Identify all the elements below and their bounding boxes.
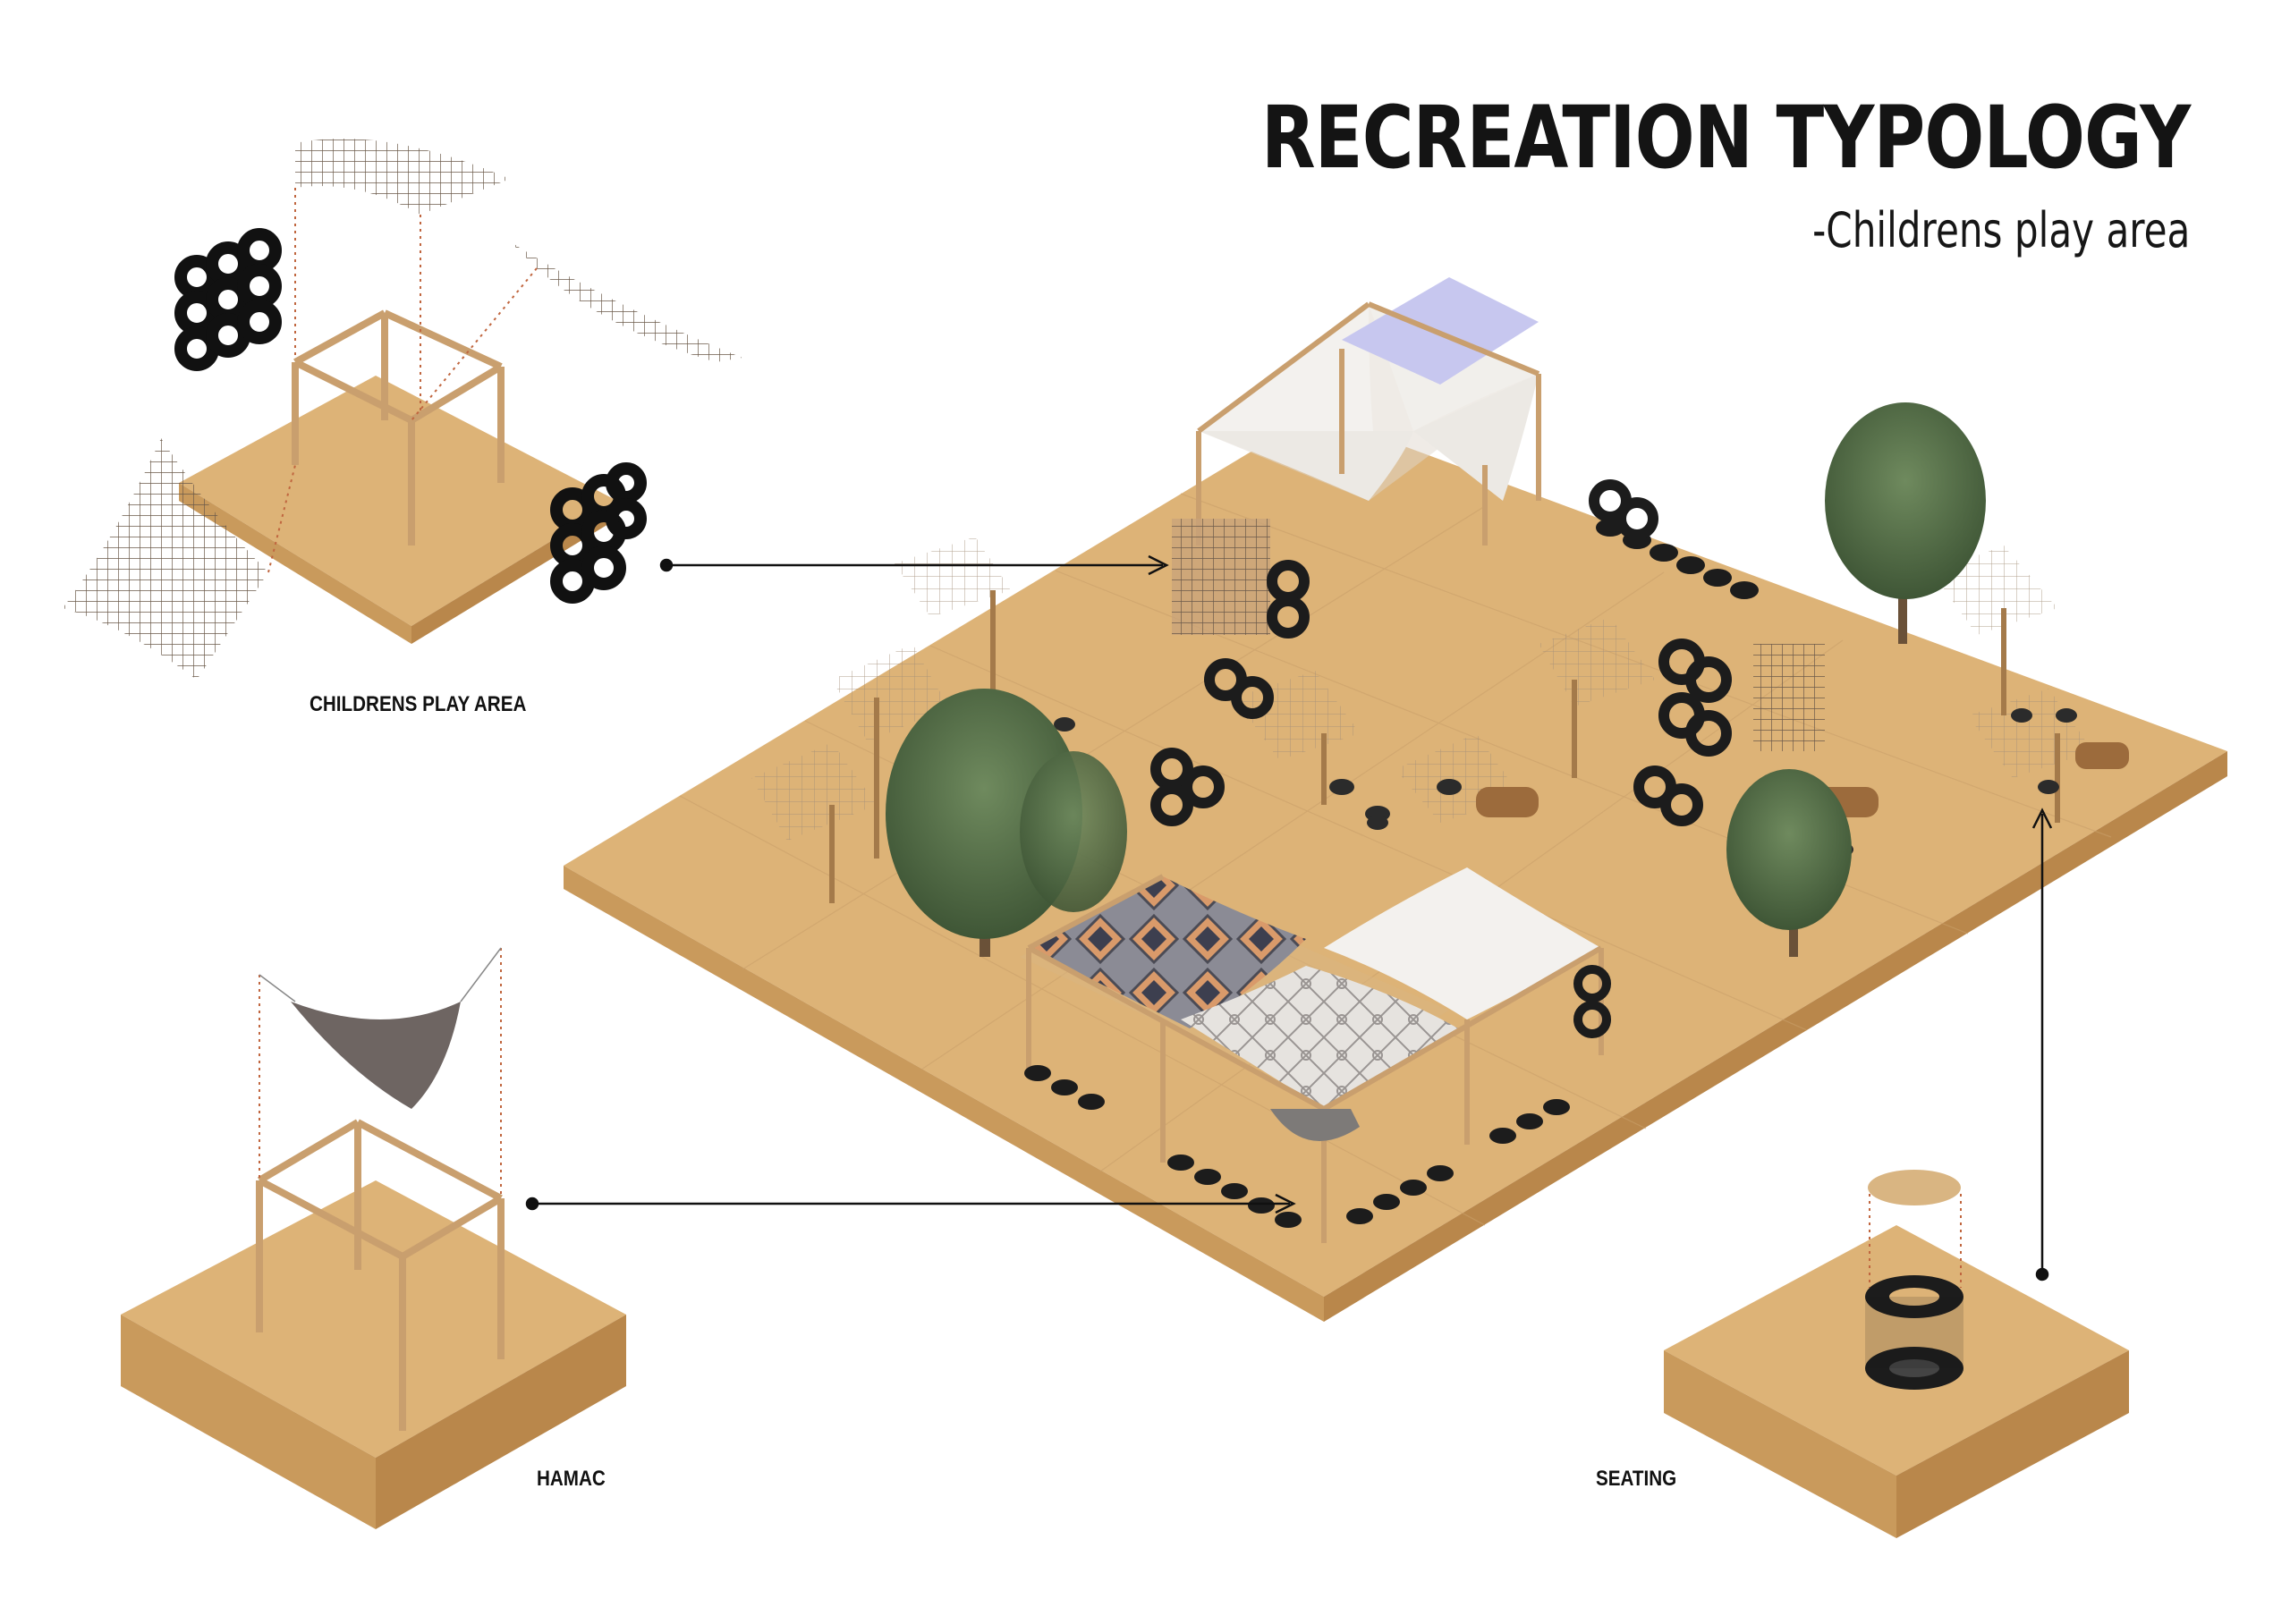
shade-nets [751, 537, 2093, 841]
net-side [510, 241, 742, 362]
tree-right [1825, 402, 1986, 644]
seat-top [1868, 1170, 1961, 1205]
callout-label-hamac: HAMAC [537, 1467, 606, 1491]
tree-left [886, 689, 1127, 957]
leader-seating [2031, 808, 2053, 1281]
stump-seats [1054, 708, 2077, 857]
detail-hamac [121, 947, 626, 1529]
leader-play [659, 554, 1169, 576]
net-top [295, 139, 510, 215]
callout-label-play-area: CHILDRENS PLAY AREA [310, 692, 527, 716]
hammock [291, 1002, 461, 1109]
tire-frames [1150, 479, 1825, 826]
page-subtitle: -Childrens play area [1811, 202, 2190, 258]
poles [829, 590, 2060, 903]
tree-mid-right [1726, 769, 1852, 957]
callout-label-seating: SEATING [1596, 1467, 1677, 1491]
shade-structure-top [1196, 277, 1759, 599]
shade-structure-bottom [1020, 867, 1611, 1243]
detail-seating [1664, 1170, 2129, 1538]
leader-hamac [525, 1193, 1296, 1214]
tire-stack [1865, 1275, 1963, 1390]
net-ramp [63, 438, 268, 680]
main-platform [564, 413, 2227, 1322]
detail-play-area [63, 139, 742, 680]
page-title: RECREATION TYPOLOGY [1260, 88, 2191, 188]
